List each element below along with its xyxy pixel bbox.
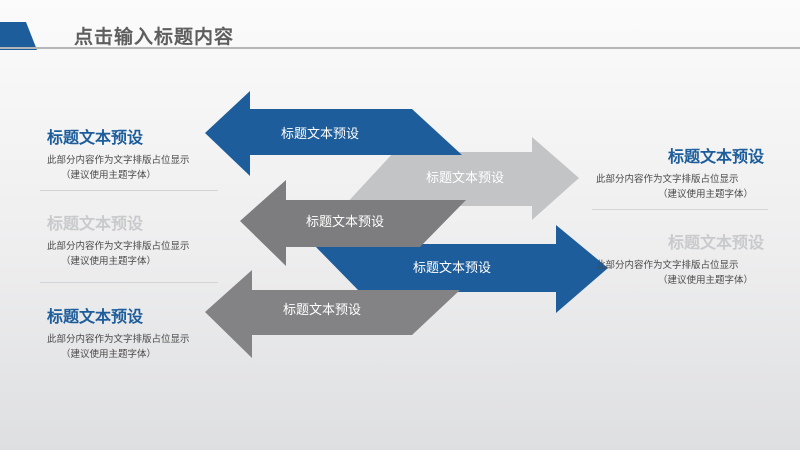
- arrow-3-shape: [240, 180, 466, 266]
- left-block-2-note: （建议使用主题字体）: [61, 256, 157, 267]
- left-block-1: 标题文本预设 此部分内容作为文字排版占位显示 （建议使用主题字体）: [47, 124, 227, 183]
- arrow-5: 标题文本预设: [205, 270, 460, 358]
- left-block-1-title: 标题文本预设: [47, 128, 144, 147]
- arrow-5-shape: [205, 270, 460, 358]
- right-block-1-note: （建议使用主题字体）: [658, 189, 754, 200]
- left-divider-2: [40, 282, 218, 283]
- arrow-1-shape: [205, 91, 462, 176]
- left-block-3-note: （建议使用主题字体）: [61, 349, 157, 360]
- arrow-1-label: 标题文本预设: [281, 127, 359, 142]
- left-block-1-note: （建议使用主题字体）: [61, 170, 157, 181]
- header-bar: [0, 22, 800, 50]
- arrow-3-label: 标题文本预设: [306, 215, 384, 230]
- arrow-2-shape: [344, 137, 579, 220]
- right-block-2-note: （建议使用主题字体）: [658, 275, 754, 286]
- left-block-3-desc: 此部分内容作为文字排版占位显示: [47, 334, 190, 345]
- left-block-3: 标题文本预设 此部分内容作为文字排版占位显示 （建议使用主题字体）: [47, 303, 227, 362]
- arrow-1: 标题文本预设: [205, 91, 462, 176]
- left-block-3-title: 标题文本预设: [47, 307, 144, 326]
- arrow-2: 标题文本预设: [344, 137, 579, 220]
- left-block-2-desc: 此部分内容作为文字排版占位显示: [47, 241, 190, 252]
- left-block-1-desc: 此部分内容作为文字排版占位显示: [47, 155, 190, 166]
- page-title: 点击输入标题内容: [74, 26, 235, 48]
- arrow-4-label: 标题文本预设: [413, 261, 491, 276]
- right-divider-1: [592, 209, 768, 210]
- left-block-2-title: 标题文本预设: [47, 214, 144, 233]
- arrow-3: 标题文本预设: [240, 180, 466, 266]
- right-block-2-title: 标题文本预设: [667, 233, 764, 252]
- right-block-2: 标题文本预设 此部分内容作为文字排版占位显示 （建议使用主题字体）: [596, 229, 764, 288]
- left-divider-1: [40, 190, 218, 191]
- left-block-2: 标题文本预设 此部分内容作为文字排版占位显示 （建议使用主题字体）: [47, 210, 227, 269]
- right-block-1-title: 标题文本预设: [667, 147, 764, 166]
- right-block-1: 标题文本预设 此部分内容作为文字排版占位显示 （建议使用主题字体）: [596, 143, 764, 202]
- arrow-5-label: 标题文本预设: [283, 303, 361, 318]
- header-accent-tab: [0, 22, 37, 50]
- right-block-2-desc: 此部分内容作为文字排版占位显示: [596, 260, 739, 271]
- right-block-1-desc: 此部分内容作为文字排版占位显示: [596, 174, 739, 185]
- arrow-2-label: 标题文本预设: [426, 171, 504, 186]
- header-underline: [0, 47, 800, 49]
